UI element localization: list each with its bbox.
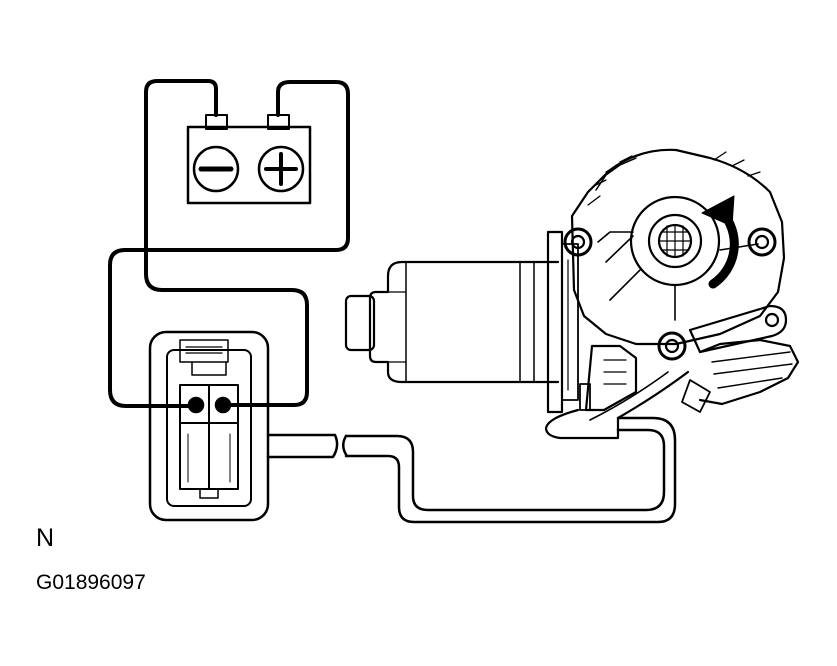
plus-icon [257,145,305,193]
mounting-bolt-1 [563,227,593,257]
lower-bracket [584,344,638,412]
connector-outer-housing [148,330,270,522]
mounting-bolt-2 [747,227,777,257]
motor-body [368,260,560,384]
positive-lead [108,80,350,408]
test-leads [108,79,350,408]
wiper-motor [344,148,800,440]
link-arm [688,304,788,354]
motor-end-cap [344,294,376,352]
connector-lock-tab [179,339,229,363]
figure-id: G01896097 [36,571,146,594]
battery [186,114,312,205]
connector [148,330,270,522]
connector-pin-1 [187,396,205,414]
negative-lead [144,79,309,407]
connector-pin-2 [214,396,232,414]
wire-harness [266,416,677,524]
view-label: N [36,524,55,552]
motor-lead [544,370,690,440]
motor-flange [546,230,564,414]
minus-icon [192,145,240,193]
battery-body [186,125,312,205]
mounting-bolt-3 [657,331,687,361]
connector-inner-housing [166,349,252,507]
curved-arrow-icon [701,195,739,289]
